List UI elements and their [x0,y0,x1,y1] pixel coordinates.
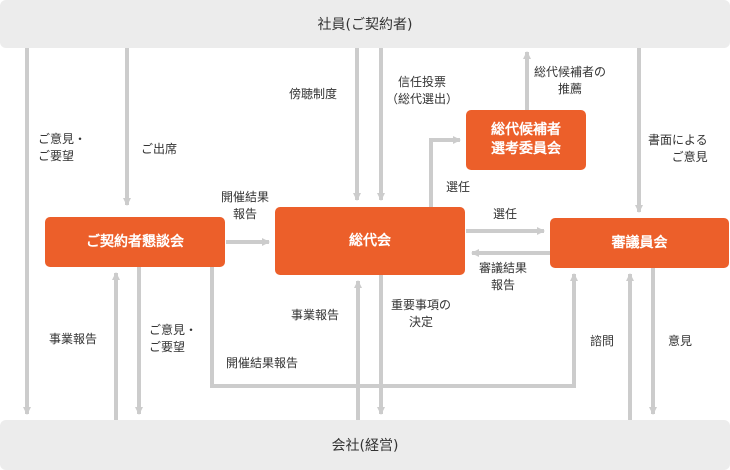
label-goshusseki: ご出席 [141,142,178,156]
arrow-kaisai-kekka-2 [210,267,578,388]
label-jigyo-hokoku-1: 事業報告 [49,332,98,346]
member-bar: 社員(ご契約者) [0,0,730,48]
arrow-senin-1 [429,136,461,207]
node-kondankai: ご契約者懇談会 [45,217,225,267]
label-suisen: 総代候補者の 推薦 [534,65,607,97]
label-goiken-goyobo-top: ご意見・ ご要望 [38,132,87,164]
label-jigyo-hokoku-2: 事業報告 [291,308,340,322]
node-shingiiinkai: 審議員会 [550,218,729,268]
label-kaisai-kekka-2: 開催結果報告 [226,356,299,370]
label-bocho-seido: 傍聴制度 [289,87,338,101]
label-senin-1: 選任 [446,180,471,194]
label-senin-2: 選任 [493,207,518,221]
label-iken: 意見 [668,334,693,348]
label-shingi-kekka: 審議結果 報告 [479,261,528,293]
label-kaisai-kekka-1: 開催結果 報告 [221,190,270,222]
label-goiken-goyobo-bottom: ご意見・ ご要望 [149,323,198,355]
node-sodaikai: 総代会 [275,207,465,275]
label-shimon: 諮問 [590,334,615,348]
label-juyo-jiko: 重要事項の 決定 [391,298,452,330]
label-shomen: 書面による ご意見 [648,133,708,165]
label-shinnin-tohyo: 信任投票 （総代選出） [386,75,459,107]
company-bar: 会社(経営) [0,420,730,470]
node-senko-iinkai: 総代候補者 選考委員会 [466,110,586,170]
